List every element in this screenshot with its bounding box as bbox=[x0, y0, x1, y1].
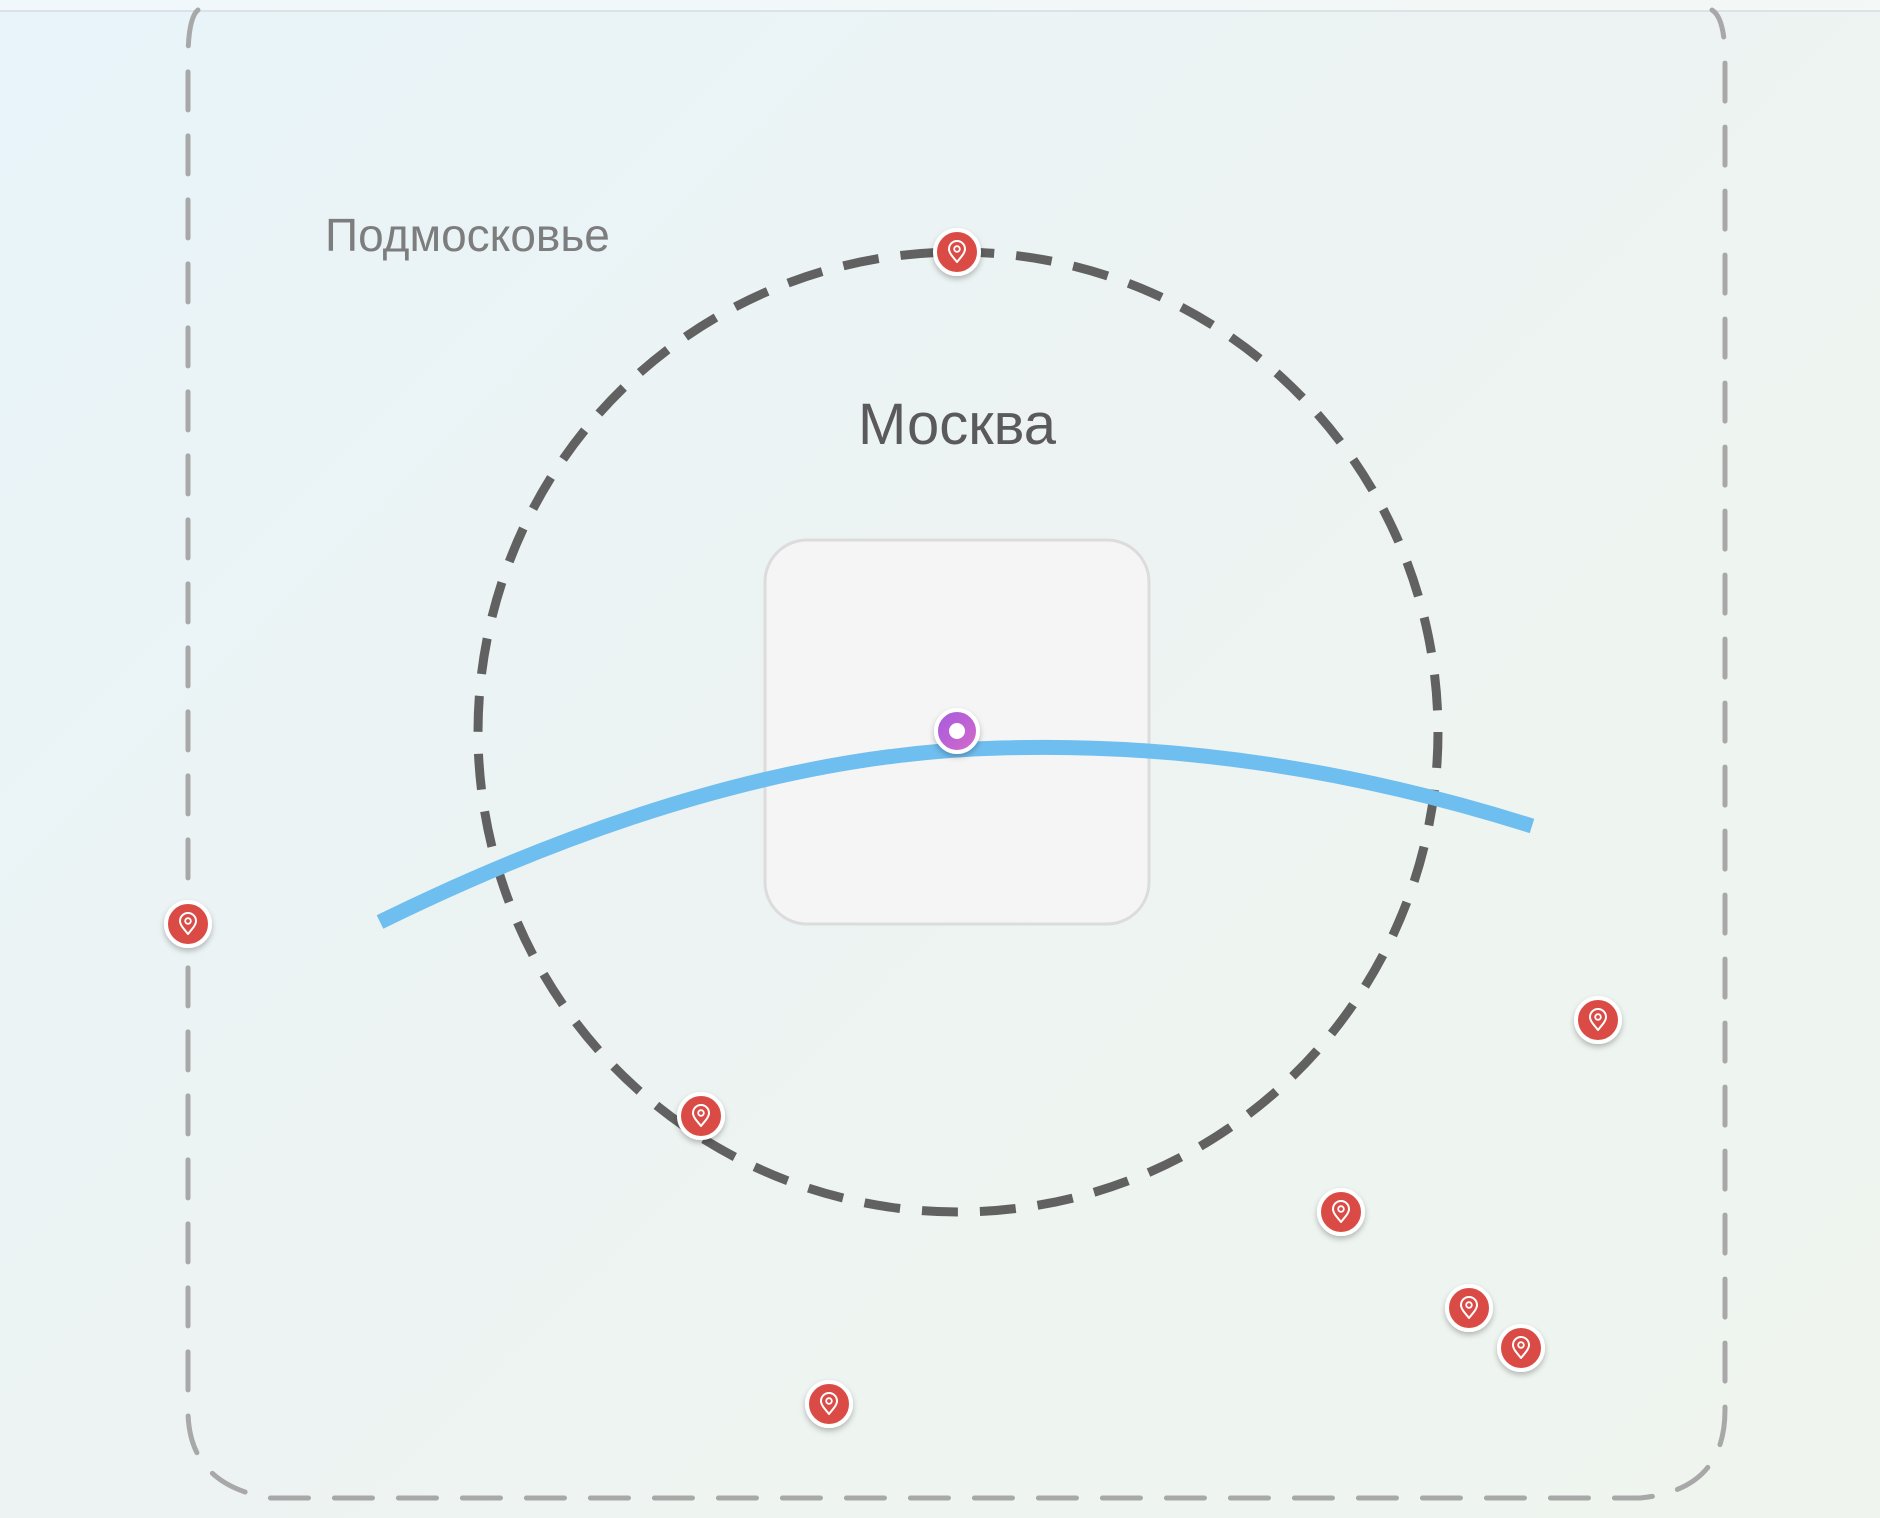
map-marker-south[interactable] bbox=[805, 1380, 853, 1428]
location-pin-icon bbox=[1589, 1008, 1607, 1031]
location-pin-icon bbox=[692, 1104, 710, 1127]
city-boundary bbox=[473, 247, 1443, 1217]
map-marker-southeast[interactable] bbox=[1317, 1188, 1365, 1236]
location-pin-icon bbox=[1512, 1336, 1530, 1359]
location-pin-icon bbox=[1460, 1296, 1478, 1319]
map-marker-southwest[interactable] bbox=[677, 1092, 725, 1140]
location-pin-icon bbox=[948, 240, 966, 263]
current-location-icon[interactable] bbox=[934, 708, 980, 754]
location-pin-icon bbox=[1332, 1200, 1350, 1223]
location-pin-icon bbox=[820, 1392, 838, 1415]
top-divider bbox=[0, 0, 1880, 12]
map-markers bbox=[164, 228, 1622, 1428]
map-marker-top[interactable] bbox=[933, 228, 981, 276]
outer-region-label: Подмосковье bbox=[325, 209, 610, 261]
river-line bbox=[376, 739, 1535, 929]
map-marker-far-southeast-1[interactable] bbox=[1445, 1284, 1493, 1332]
location-pin-icon bbox=[179, 912, 197, 935]
map-marker-far-southeast-2[interactable] bbox=[1497, 1324, 1545, 1372]
map-marker-left[interactable] bbox=[164, 900, 212, 948]
map-marker-east[interactable] bbox=[1574, 996, 1622, 1044]
city-label: Москва bbox=[858, 392, 1057, 457]
